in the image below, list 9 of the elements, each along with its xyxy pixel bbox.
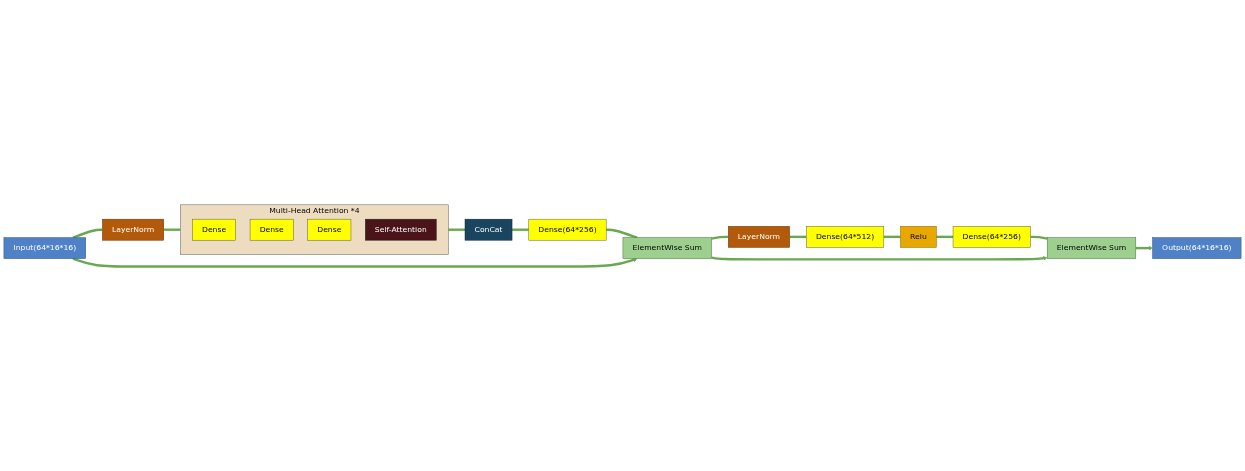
connector xyxy=(448,228,465,231)
connector xyxy=(512,228,529,231)
arrow xyxy=(72,257,638,268)
connector xyxy=(72,228,103,239)
connector xyxy=(711,235,729,240)
connector xyxy=(606,228,638,239)
connector xyxy=(163,228,181,231)
arrow xyxy=(711,256,1048,261)
connector xyxy=(1030,235,1048,240)
